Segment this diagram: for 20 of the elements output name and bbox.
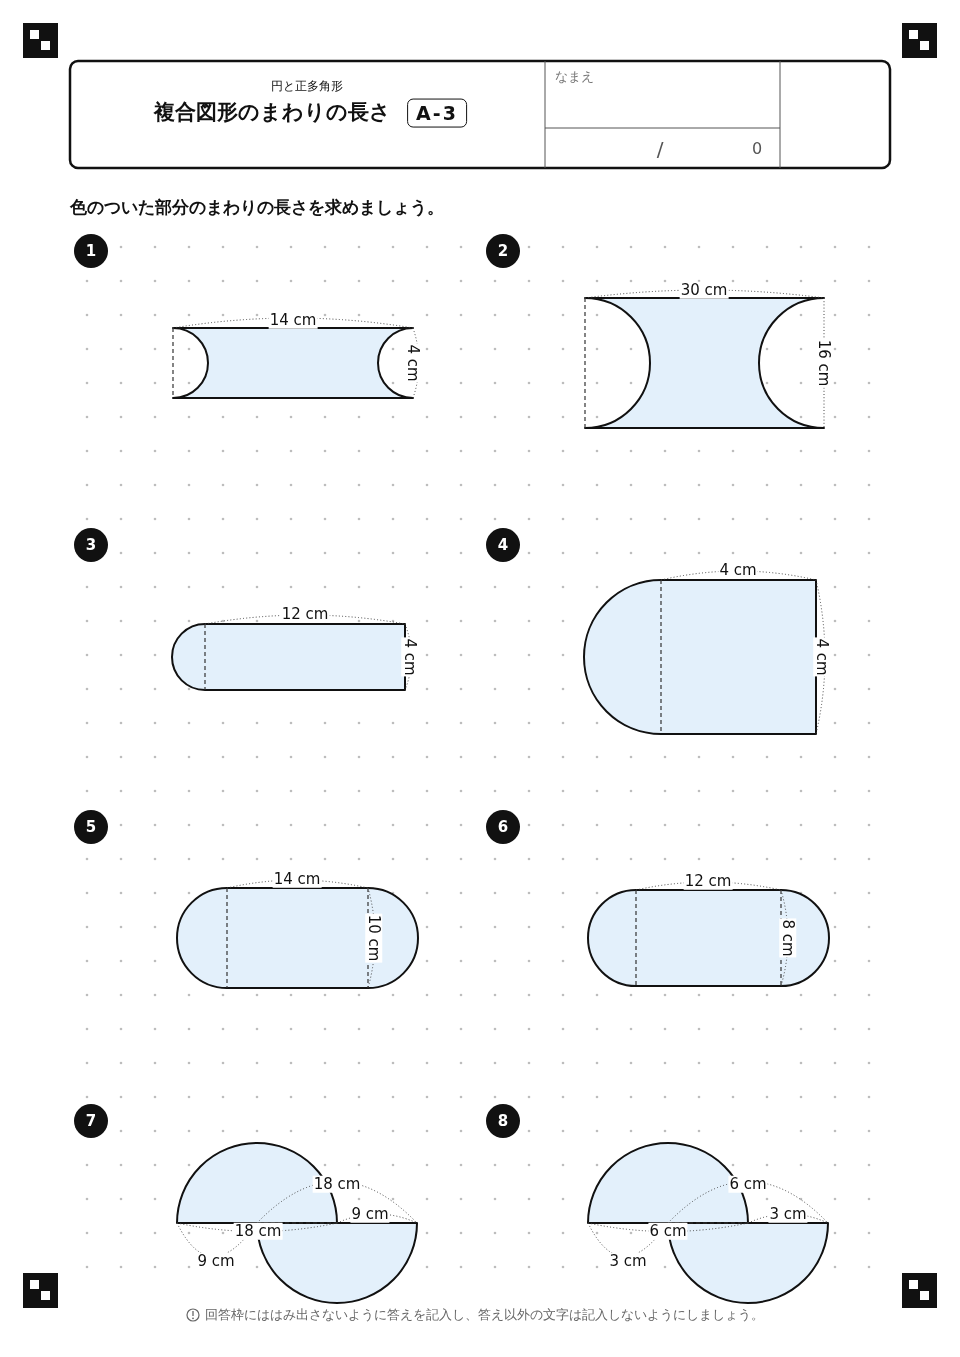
dimension-label: 4 cm	[813, 637, 831, 677]
worksheet-subtitle: 円と正多角形	[271, 80, 343, 94]
dimension-label: 8 cm	[779, 918, 797, 958]
field-label: なまえ	[555, 70, 594, 85]
dimension-label: 6 cm	[648, 1222, 688, 1240]
score-total: 0	[751, 140, 763, 158]
dimension-label: 30 cm	[679, 281, 729, 299]
dimension-label: 18 cm	[233, 1222, 283, 1240]
dimension-label: 18 cm	[312, 1175, 362, 1193]
dimension-label: 12 cm	[280, 605, 330, 623]
dimension-label: 10 cm	[365, 913, 383, 963]
dimension-label: 3 cm	[608, 1252, 648, 1270]
dimension-label: 6 cm	[728, 1175, 768, 1193]
dimension-label: 4 cm	[401, 637, 419, 677]
instruction-text: 色のついた部分のまわりの長さを求めましょう。	[70, 198, 444, 217]
level-tag: A-3	[407, 98, 467, 128]
dimension-label: 14 cm	[268, 311, 318, 329]
score-separator: /	[656, 138, 664, 160]
dimension-label: 9 cm	[196, 1252, 236, 1270]
worksheet-title: 複合図形のまわりの長さ	[153, 101, 391, 125]
